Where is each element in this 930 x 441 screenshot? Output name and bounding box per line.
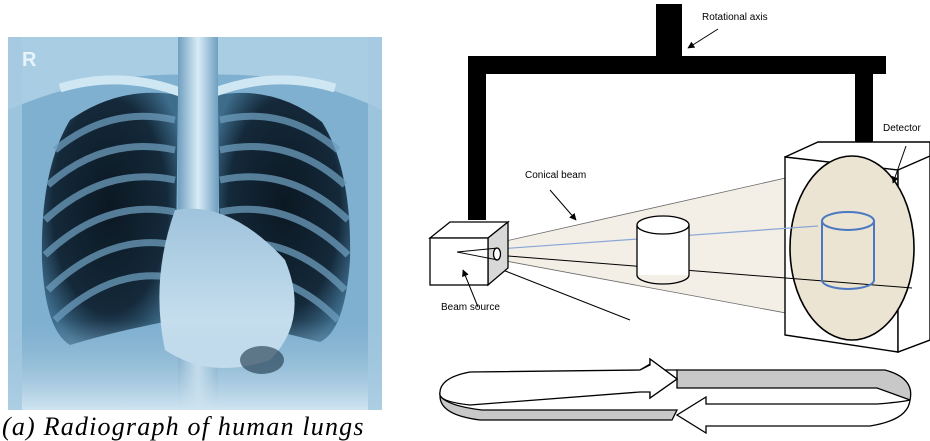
rotational-axis-label: Rotational axis	[702, 12, 768, 23]
beam-source-box	[430, 222, 508, 285]
object-cylinder	[637, 216, 689, 284]
detector-panel	[785, 142, 930, 352]
conical-beam-label: Conical beam	[525, 170, 586, 181]
rotation-arrows	[440, 359, 911, 433]
detector-disc	[790, 156, 914, 340]
detector-label: Detector	[883, 123, 921, 134]
beam-source-label: Beam source	[441, 302, 500, 313]
